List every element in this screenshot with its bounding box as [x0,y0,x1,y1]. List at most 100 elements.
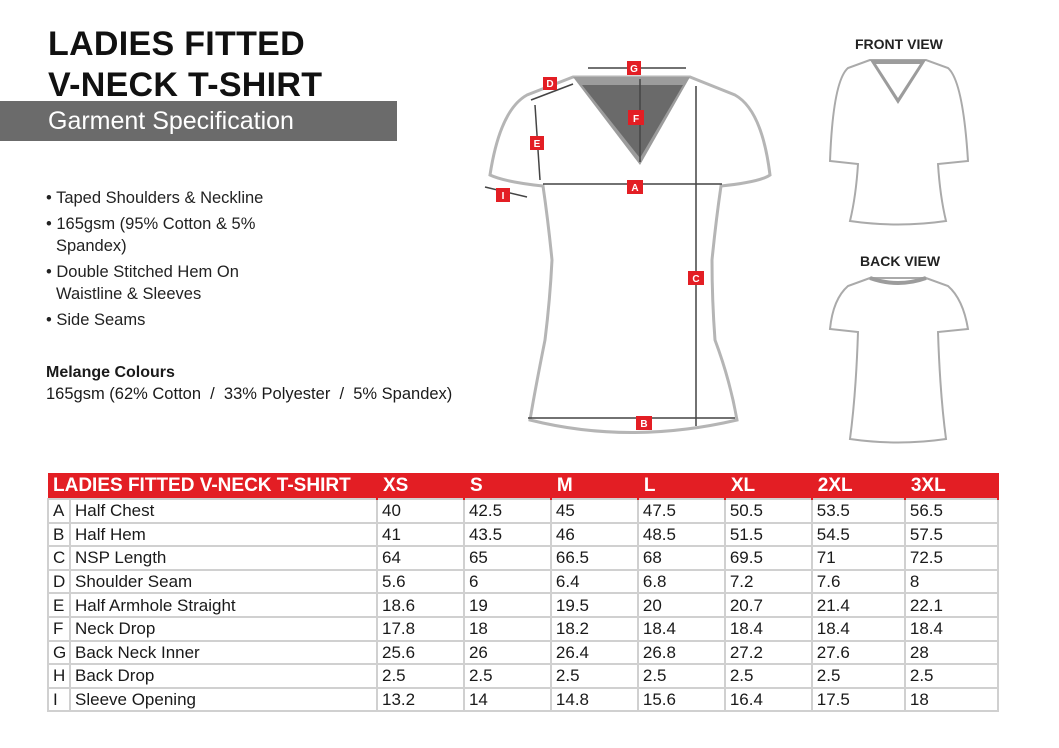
size-value: 14 [462,686,552,713]
size-header: S [463,473,552,499]
size-value: 18.4 [903,615,1000,642]
back-view-label: BACK VIEW [860,253,941,269]
size-value: 26.4 [549,639,639,666]
size-value: 72.5 [903,545,1000,571]
size-value: 46 [549,521,639,548]
row-measurement: NSP Length [69,545,378,571]
size-value: 18.4 [636,615,726,642]
size-value: 68 [636,545,726,571]
row-measurement: Back Neck Inner [69,639,378,666]
size-value: 56.5 [903,498,1000,524]
size-value: 27.6 [810,639,906,666]
size-value: 13.2 [376,686,465,713]
size-value: 18 [462,615,552,642]
row-code: B [47,521,71,548]
label-c: C [692,274,699,285]
size-value: 51.5 [723,521,813,548]
size-value: 45 [549,498,639,524]
size-value: 16.4 [723,686,813,713]
melange-heading: Melange Colours [46,364,175,381]
size-value: 18 [903,686,1000,713]
row-measurement: Half Armhole Straight [69,592,378,618]
row-measurement: Half Chest [69,498,378,524]
product-title: LADIES FITTED V-NECK T-SHIRT [48,24,322,106]
front-view-shirt [828,59,970,226]
size-value: 26 [462,639,552,666]
size-value: 27.2 [723,639,813,666]
size-value: 57.5 [903,521,1000,548]
size-value: 2.5 [549,663,639,689]
row-code: F [47,615,71,642]
size-header: L [637,473,726,499]
size-chart-table: LADIES FITTED V-NECK T-SHIRT XS S M L XL… [47,473,1000,713]
label-d: D [546,79,553,90]
size-value: 18.4 [723,615,813,642]
label-b: B [640,419,647,430]
size-value: 69.5 [723,545,813,571]
table-header-row: LADIES FITTED V-NECK T-SHIRT XS S M L XL… [48,473,1000,499]
size-value: 2.5 [636,663,726,689]
size-value: 14.8 [549,686,639,713]
feature-item: • 165gsm (95% Cotton & 5% Spandex) [46,215,256,255]
size-value: 7.6 [810,568,906,595]
subtitle-bar: Garment Specification [0,101,397,141]
row-measurement: Back Drop [69,663,378,689]
row-measurement: Sleeve Opening [69,686,378,713]
label-e: E [534,139,541,150]
size-value: 20.7 [723,592,813,618]
size-value: 7.2 [723,568,813,595]
size-header: XS [377,473,465,499]
size-value: 18.4 [810,615,906,642]
feature-item: • Taped Shoulders & Neckline [46,189,264,207]
row-code: I [47,686,71,713]
size-value: 50.5 [723,498,813,524]
size-value: 2.5 [723,663,813,689]
row-code: D [47,568,71,595]
size-value: 2.5 [810,663,906,689]
row-measurement: Shoulder Seam [69,568,378,595]
size-value: 6.4 [549,568,639,595]
size-value: 2.5 [462,663,552,689]
size-value: 18.6 [376,592,465,618]
size-header: M [550,473,639,499]
size-value: 42.5 [462,498,552,524]
size-value: 53.5 [810,498,906,524]
size-value: 48.5 [636,521,726,548]
size-value: 8 [903,568,1000,595]
size-header: 3XL [904,473,1000,499]
row-measurement: Half Hem [69,521,378,548]
size-value: 18.2 [549,615,639,642]
row-code: H [47,663,71,689]
size-value: 21.4 [810,592,906,618]
label-g: G [630,64,638,75]
title-line-1: LADIES FITTED [48,25,306,63]
size-value: 25.6 [376,639,465,666]
size-value: 22.1 [903,592,1000,618]
row-code: C [47,545,71,571]
size-value: 65 [462,545,552,571]
size-value: 15.6 [636,686,726,713]
size-value: 54.5 [810,521,906,548]
label-a: A [631,183,638,194]
table-title: LADIES FITTED V-NECK T-SHIRT [48,473,378,499]
size-value: 19.5 [549,592,639,618]
size-value: 17.5 [810,686,906,713]
size-value: 17.8 [376,615,465,642]
size-value: 41 [376,521,465,548]
size-value: 64 [376,545,465,571]
shirt-diagram: A C B D E F G I [484,61,772,434]
size-value: 26.8 [636,639,726,666]
size-value: 2.5 [376,663,465,689]
label-f: F [633,114,639,125]
row-code: A [47,498,71,524]
size-value: 43.5 [462,521,552,548]
size-value: 28 [903,639,1000,666]
row-measurement: Neck Drop [69,615,378,642]
